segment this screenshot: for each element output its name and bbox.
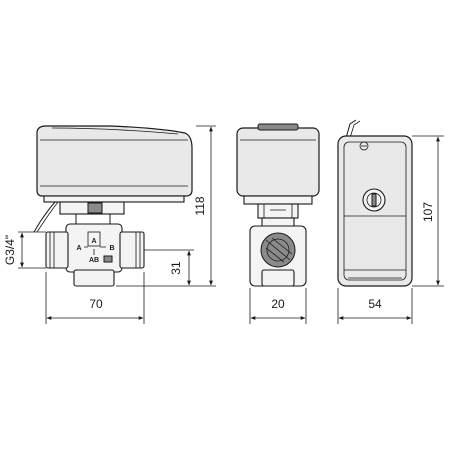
front-port-inner <box>266 238 290 262</box>
port-label-ab-bottom: AB <box>89 257 99 264</box>
side-dimensions: 70 118 31 G3/4" <box>3 125 216 324</box>
front-base-plate <box>243 195 313 205</box>
port-label-b-right: B <box>109 245 114 252</box>
front-view <box>236 123 320 287</box>
back-cable <box>345 119 357 139</box>
side-yoke-block <box>87 202 103 214</box>
front-actuator-housing <box>236 127 320 197</box>
side-valve-knob <box>103 255 113 263</box>
side-pipe-left <box>45 231 69 269</box>
dim-label-54: 54 <box>368 297 382 311</box>
dim-label-31: 31 <box>169 261 183 275</box>
back-knob-inner <box>366 192 382 208</box>
dim-label-70: 70 <box>89 297 103 311</box>
front-yoke-detail <box>263 204 293 218</box>
front-port-hatch <box>265 237 293 263</box>
front-actuator-cap <box>257 123 299 131</box>
side-pipe-thread-r <box>135 232 141 268</box>
back-cable-2 <box>349 120 361 139</box>
back-housing-inner <box>343 141 407 281</box>
back-view <box>337 119 413 287</box>
dim-label-20: 20 <box>271 297 285 311</box>
side-pipe-thread-l <box>49 232 55 268</box>
side-yoke-stem <box>75 214 111 224</box>
dim-label-107: 107 <box>421 202 435 222</box>
dim-label-118: 118 <box>193 196 207 215</box>
side-view: A A B AB <box>33 125 193 287</box>
port-a-top-box <box>87 231 101 247</box>
port-arrows <box>84 246 106 255</box>
port-label-a-top: A <box>91 238 96 245</box>
back-top-screw <box>359 141 369 151</box>
side-cable <box>33 201 56 233</box>
side-actuator-top-edge <box>51 127 179 135</box>
back-dimensions: 54 107 <box>337 135 444 324</box>
front-dimensions: 20 <box>249 288 307 324</box>
side-bottom-port <box>73 269 115 287</box>
side-actuator-housing <box>36 125 193 197</box>
port-label-a-left: A <box>76 245 81 252</box>
dim-label-thread: G3/4" <box>3 235 17 265</box>
front-bottom-port <box>261 269 295 287</box>
back-bottom-ridge <box>344 269 406 279</box>
side-cable-inner <box>36 201 59 233</box>
back-knob-slot <box>371 193 377 207</box>
side-base-plate <box>43 195 185 203</box>
